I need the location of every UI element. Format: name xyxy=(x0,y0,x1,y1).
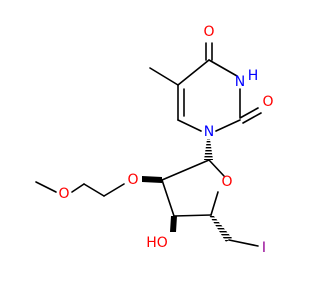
bond-c4-ch2-hashed-wedge xyxy=(209,215,232,242)
bond-ch2-i xyxy=(228,239,259,247)
bond-c1-o4 xyxy=(208,159,225,177)
bond-c2-n1 xyxy=(215,119,241,132)
bond-c4-c3 xyxy=(173,214,212,217)
bond-n1-c6 xyxy=(177,119,202,132)
atom-o-ether: O xyxy=(127,172,138,188)
bond-ch2a-ch2b xyxy=(83,183,105,197)
bond-n1-c1-hashed-wedge xyxy=(204,139,213,160)
bond-c5-methyl xyxy=(149,67,179,86)
atom-o-ring: O xyxy=(221,174,232,190)
bond-ch2b-o xyxy=(71,183,85,193)
atom-o-carbonyl-c2: O xyxy=(262,94,273,110)
atom-iodine: I xyxy=(262,240,266,256)
bond-c3-oh-wedge xyxy=(170,216,177,232)
atom-o-carbonyl-c4: O xyxy=(203,24,214,40)
atom-o-methoxy: O xyxy=(58,186,69,202)
bond-c2-c1 xyxy=(161,159,210,181)
furanose-ring xyxy=(161,159,225,217)
bond-o-ch3 xyxy=(35,181,57,193)
atom-n1: N xyxy=(204,124,214,140)
molecule-structure: O H N O N O O O HO I xyxy=(35,24,274,256)
bond-c3-c2 xyxy=(161,179,175,217)
bond-c2-o-double-b xyxy=(242,112,262,124)
atom-h-n3: H xyxy=(248,68,259,84)
bond-c2-o-wedge xyxy=(142,176,162,183)
bond-c4-n3 xyxy=(208,59,238,77)
bond-o4-c4 xyxy=(210,191,219,216)
methoxyethoxy-chain xyxy=(35,181,125,197)
bond-o-ch2a xyxy=(103,183,125,197)
atom-o-hydroxyl: HO xyxy=(146,235,168,251)
bond-c5-c4 xyxy=(177,59,210,86)
bond-c2-o-double-a xyxy=(239,107,259,119)
pyrimidine-ring xyxy=(149,42,262,132)
atom-n3: N xyxy=(235,74,245,90)
